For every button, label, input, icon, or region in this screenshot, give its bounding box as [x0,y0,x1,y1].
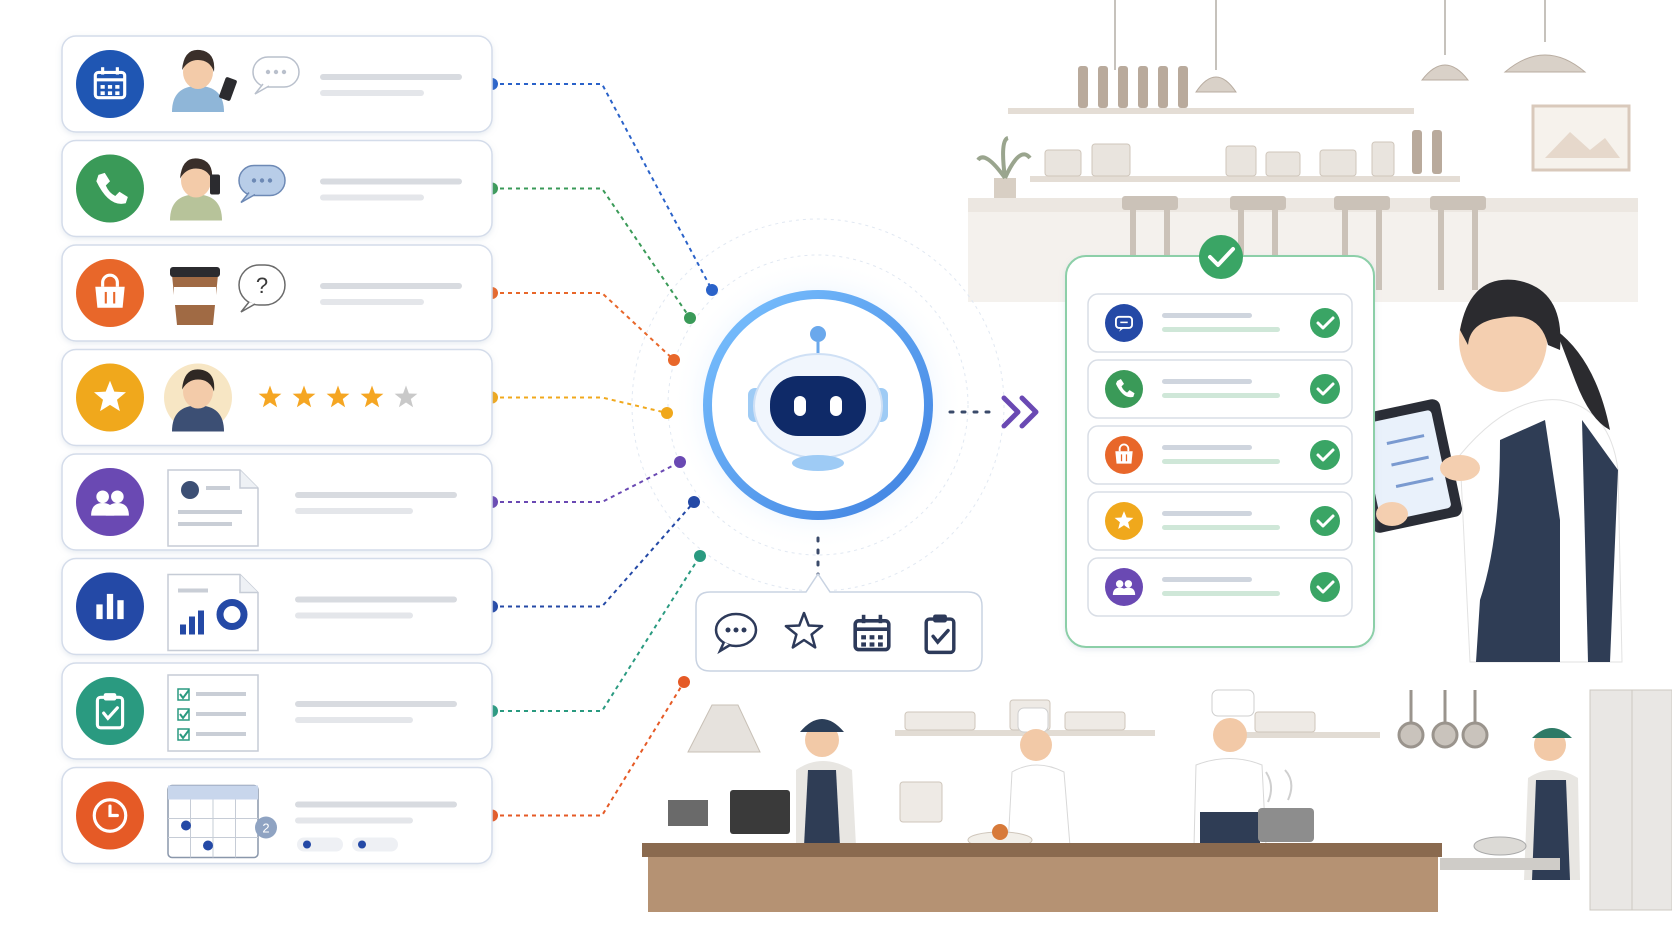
check-icon [1310,572,1340,602]
completed-tasks-panel [1065,235,1375,648]
checklist-document [167,674,259,752]
result-row-users[interactable] [1087,557,1353,617]
connector-end-dot [706,284,718,296]
chef-cooking [1193,689,1314,847]
cashier-staff [668,719,856,846]
star-icon [1105,502,1143,540]
wall-picture [1531,104,1631,172]
connector-end-dot [678,676,690,688]
output-arrow [948,395,1039,429]
result-row-chat[interactable] [1087,293,1353,353]
channel-card-clock[interactable]: 2 [61,766,493,865]
outer-ring [631,218,1005,592]
calendar-icon[interactable] [853,614,891,652]
connector-line [492,396,668,414]
ai-assistant-hub[interactable] [703,290,933,520]
check-icon [1310,506,1340,536]
star-outline-icon[interactable] [784,611,824,649]
pendant-lamps [1114,0,1587,93]
channel-card-phone[interactable] [61,139,493,238]
chat-icon [1105,304,1143,342]
connector-line [492,555,701,712]
connector-line [492,501,695,608]
customer-on-call [170,158,222,221]
rating-star [326,385,350,408]
svg-text:?: ? [256,273,268,298]
connector-end-dot [688,496,700,508]
connector-line [492,461,681,503]
channel-card-list: ?2 [61,35,493,865]
kitchen-scene [642,689,1672,912]
shopping-bag-icon [76,259,144,327]
count-badge: 2 [255,816,277,839]
rating-stars [258,385,418,408]
middle-shelf [1030,176,1460,182]
channel-card-star[interactable] [61,348,493,447]
rating-star [360,385,384,408]
schedule-calendar [167,784,259,859]
bar-chart-icon [76,572,144,641]
connector-line [492,187,691,319]
panel-check-icon [1199,235,1243,279]
coffee-cup [170,267,220,325]
users-icon [1105,568,1143,606]
clipboard-check-icon[interactable] [924,614,956,655]
connector-end-dot [674,456,686,468]
chef-plating [967,707,1071,849]
robot-icon [748,326,888,471]
chat-bubble-icon[interactable] [714,612,758,655]
channel-card-calendar[interactable] [61,35,493,133]
refrigerator [1589,689,1672,911]
phone-icon [76,154,144,223]
star-icon [76,363,144,432]
report-document [167,573,259,652]
connector-end-dot [694,550,706,562]
staff-with-tablet [1350,279,1623,663]
customer-with-phone [172,49,237,112]
channel-card-bar-chart[interactable] [61,557,493,656]
rating-star [394,385,418,408]
bar-counter-top [968,198,1638,212]
channel-card-users[interactable] [61,453,493,551]
shopping-bag-icon [1105,436,1143,474]
check-icon [1310,374,1340,404]
phone-icon [1105,370,1143,408]
bottles [1078,66,1442,174]
profile-document [167,469,259,547]
kitchen-counter-top [642,843,1442,857]
check-icon [1310,440,1340,470]
ai-tools-tray [695,572,983,672]
result-row-phone[interactable] [1087,359,1353,419]
kitchen-counter [648,857,1438,912]
result-row-shopping-bag[interactable] [1087,425,1353,485]
check-icon [1310,308,1340,338]
connector-end-dot [661,407,673,419]
upper-shelf [1008,108,1414,114]
dishwashing-staff [1440,728,1580,880]
stacked-plates [1044,141,1395,177]
middle-ring [667,254,969,556]
connector-line [492,681,685,817]
connector-end-dot [684,312,696,324]
clock-icon [76,781,144,850]
tablet-device [1350,399,1462,533]
reviewer-avatar [164,363,232,432]
result-row-star[interactable] [1087,491,1353,551]
channel-card-clipboard[interactable] [61,662,493,760]
users-icon [76,468,144,536]
rating-star [258,385,282,408]
channel-card-shopping-bag[interactable]: ? [61,244,493,342]
hanging-ladles [1397,690,1489,749]
connector-line [492,292,675,361]
rating-star [292,385,316,408]
calendar-icon [76,50,144,118]
svg-text:2: 2 [262,821,269,836]
connector-end-dot [668,354,680,366]
connector-line [492,83,713,291]
potted-plant [976,136,1032,200]
range-hood [687,704,761,753]
clipboard-icon [76,677,144,745]
